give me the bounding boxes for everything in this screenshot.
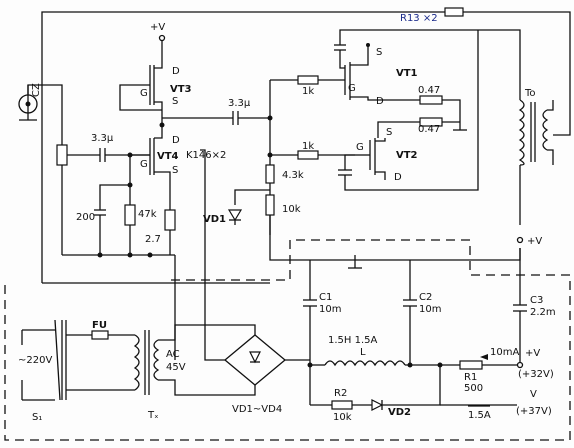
- c1-val: 10m: [319, 304, 341, 315]
- r047-a-label: 0.47: [418, 85, 440, 96]
- vt1-label: VT1: [396, 68, 418, 79]
- r2-7-label: 2.7: [145, 234, 161, 245]
- r1k-bot-label: 1k: [302, 141, 314, 152]
- r2-label: R2: [334, 388, 347, 399]
- cap-3-3u-input: 3.3μ: [91, 133, 150, 162]
- vdd1-out-label: V: [530, 389, 537, 400]
- ac-label: AC: [166, 349, 180, 360]
- gate-drive-network: 1k 1k 4.3k 10k VD1: [203, 75, 355, 235]
- vt4-g: G: [140, 159, 148, 170]
- c2-label: C2: [419, 292, 432, 303]
- tr-label: Tₓ: [147, 410, 159, 421]
- transistor-vt3: D G S VT3: [119, 65, 192, 125]
- r047-b-label: 0.47: [418, 124, 440, 135]
- c200-label: 200: [76, 212, 95, 223]
- to-label: To: [524, 88, 536, 99]
- source-resistors: 0.47 0.47: [390, 85, 467, 135]
- vt1-s: S: [376, 47, 382, 58]
- vt2-d: D: [394, 172, 402, 183]
- r4-3k-label: 4.3k: [282, 170, 304, 181]
- v37-label: (+37V): [516, 406, 552, 417]
- r1-val: 500: [464, 383, 483, 394]
- a15-label: 1.5A: [468, 410, 491, 421]
- mains-input: ~220V FU S₁: [18, 319, 135, 423]
- vt2-g: G: [356, 142, 364, 153]
- bridge-rectifier: VD1~VD4: [200, 149, 310, 415]
- vdd1-label: +V: [527, 236, 542, 247]
- top-feedback-wire: R13 ×2: [41, 7, 571, 283]
- vd1-vd4-label: VD1~VD4: [232, 404, 282, 415]
- r2-val: 10k: [333, 412, 352, 423]
- vt1-g: G: [348, 83, 356, 94]
- s1-label: S₁: [32, 412, 42, 423]
- vdd2-top: +V: [150, 22, 165, 65]
- k146-label: K146×2: [186, 150, 226, 161]
- vt3-d: D: [172, 66, 180, 77]
- vt4-label: VT4: [157, 151, 179, 162]
- ma-label: 10mA: [490, 347, 519, 358]
- vdd2-out-label: +V: [525, 348, 540, 359]
- input-jack: CZ: [18, 83, 63, 145]
- transistor-vt4: D G S VT4 K146×2: [130, 125, 226, 210]
- vt4-d: D: [172, 135, 180, 146]
- drain-wiring: +V: [385, 29, 542, 247]
- c1-label: C1: [319, 292, 332, 303]
- transistor-vt2: S G D VT2: [338, 121, 418, 191]
- c2-val: 10m: [419, 304, 441, 315]
- jack-label: CZ: [31, 83, 42, 97]
- vd1-label: VD1: [203, 214, 226, 225]
- indicator-branch: R2 10k VD2: [310, 362, 443, 423]
- vd2-label: VD2: [388, 407, 411, 418]
- r10k-mid-label: 10k: [282, 204, 301, 215]
- vt3-s: S: [172, 96, 178, 107]
- cap-input-label: 3.3μ: [91, 133, 114, 144]
- r1k-top-label: 1k: [302, 86, 314, 97]
- vt4-s: S: [172, 165, 178, 176]
- r1-label: R1: [464, 372, 477, 383]
- vt3-g: G: [140, 88, 148, 99]
- v32-label: (+32V): [518, 369, 554, 380]
- power-transformer: AC 45V Tₓ: [133, 324, 256, 421]
- cap-mid-label: 3.3μ: [228, 98, 251, 109]
- fu-label: FU: [92, 320, 107, 331]
- r47k-label: 47k: [138, 209, 157, 220]
- output-transformer: To: [518, 88, 554, 166]
- filter-section: C1 10m C2 10m 1.5H 1.5A L: [303, 260, 441, 405]
- c3-label: C3: [530, 295, 543, 306]
- vdd2-top-label: +V: [150, 22, 165, 33]
- l-spec-label: 1.5H 1.5A: [328, 335, 378, 346]
- c3-val: 2.2m: [530, 307, 556, 318]
- mains-label: ~220V: [18, 355, 52, 366]
- v45-label: 45V: [166, 362, 186, 373]
- vt1-d: D: [376, 96, 384, 107]
- bias-network: 200 47k 2.7: [62, 122, 176, 258]
- vt2-s: S: [386, 127, 392, 138]
- potentiometer: [56, 144, 100, 255]
- r13-label: R13 ×2: [400, 13, 438, 24]
- vt2-label: VT2: [396, 150, 418, 161]
- ground-rail: [42, 215, 521, 360]
- vt3-label: VT3: [170, 84, 192, 95]
- output-section: R1 500 10mA +V (+32V) V (+37V) 1.5A C3 2…: [440, 248, 556, 421]
- transistor-vt1: S G D VT1: [334, 29, 480, 107]
- l-label: L: [360, 347, 366, 358]
- cap-3-3u-mid: 3.3μ: [162, 98, 273, 125]
